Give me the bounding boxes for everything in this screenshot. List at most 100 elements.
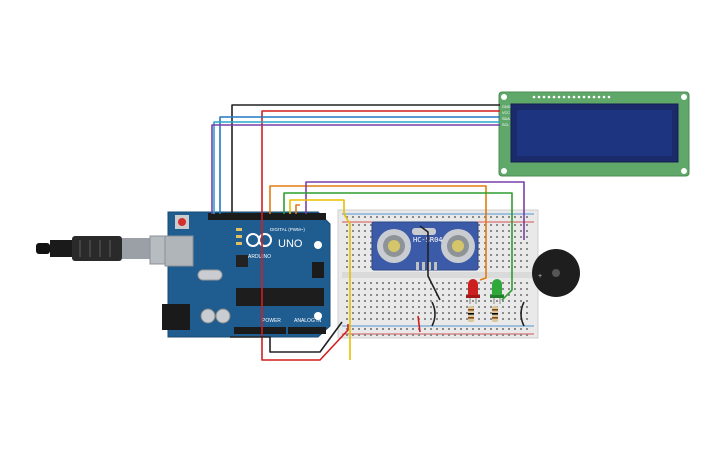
hole: [520, 224, 522, 226]
hole: [370, 318, 372, 320]
hole: [526, 312, 528, 314]
hole: [460, 318, 462, 320]
hole: [376, 300, 378, 302]
hole: [406, 334, 408, 336]
lcd-pin-scl: SCL: [502, 123, 509, 127]
lcd-hole: [592, 95, 596, 99]
hole: [358, 294, 360, 296]
hole: [406, 318, 408, 320]
arduino-logo: [246, 233, 272, 247]
hole: [460, 300, 462, 302]
hole: [382, 300, 384, 302]
hole: [388, 318, 390, 320]
hole: [526, 216, 528, 218]
hole: [394, 294, 396, 296]
hole: [484, 334, 486, 336]
wire-black-arc-1: [431, 301, 436, 327]
hole: [502, 328, 504, 330]
hole: [514, 230, 516, 232]
hole: [490, 282, 492, 284]
hole: [352, 288, 354, 290]
hole: [490, 230, 492, 232]
hole: [490, 254, 492, 256]
hole: [478, 242, 480, 244]
hole: [406, 300, 408, 302]
hole: [436, 318, 438, 320]
hole: [346, 288, 348, 290]
hole: [442, 300, 444, 302]
lcd-hole: [607, 95, 611, 99]
wire-orange: [269, 185, 487, 281]
hole: [346, 248, 348, 250]
hole: [478, 230, 480, 232]
hole: [376, 288, 378, 290]
hole: [520, 282, 522, 284]
wire-red-bb: [417, 315, 421, 333]
hole: [418, 300, 420, 302]
hole: [400, 306, 402, 308]
hole: [406, 288, 408, 290]
hole: [496, 334, 498, 336]
hole: [526, 288, 528, 290]
hole: [424, 216, 426, 218]
hole: [370, 254, 372, 256]
hole: [346, 318, 348, 320]
hole: [376, 334, 378, 336]
hole: [412, 288, 414, 290]
hole: [358, 224, 360, 226]
hole: [514, 294, 516, 296]
hole: [370, 334, 372, 336]
hole: [358, 248, 360, 250]
hole: [448, 282, 450, 284]
hole: [376, 306, 378, 308]
hole: [514, 318, 516, 320]
hole: [430, 328, 432, 330]
hole: [406, 294, 408, 296]
hole: [400, 216, 402, 218]
hole: [412, 312, 414, 314]
hole: [454, 282, 456, 284]
hole: [388, 288, 390, 290]
hole: [346, 230, 348, 232]
lcd-hole: [547, 95, 551, 99]
hole: [502, 236, 504, 238]
hole: [412, 306, 414, 308]
hole: [508, 328, 510, 330]
hole: [460, 288, 462, 290]
hole: [388, 312, 390, 314]
hole: [352, 236, 354, 238]
hole: [526, 242, 528, 244]
reset-button-cap[interactable]: [178, 218, 186, 226]
hole: [520, 334, 522, 336]
hole: [370, 248, 372, 250]
breadboard: [337, 209, 539, 339]
hole: [484, 230, 486, 232]
hole: [442, 328, 444, 330]
hole: [502, 306, 504, 308]
hole: [520, 254, 522, 256]
lcd-hole: [542, 95, 546, 99]
wire-black-arc-2: [520, 301, 525, 327]
hole: [376, 328, 378, 330]
hole: [436, 334, 438, 336]
digital-header: [208, 213, 326, 220]
hole: [382, 216, 384, 218]
hole: [346, 242, 348, 244]
hole: [370, 328, 372, 330]
hole: [442, 216, 444, 218]
hole: [472, 300, 474, 302]
hole: [478, 248, 480, 250]
hole: [508, 230, 510, 232]
hole: [496, 328, 498, 330]
hole: [502, 318, 504, 320]
hole: [502, 282, 504, 284]
hole: [406, 328, 408, 330]
hole: [490, 236, 492, 238]
hole: [478, 266, 480, 268]
ultrasonic-sensor: HC-SR04: [371, 221, 479, 271]
hole: [448, 216, 450, 218]
hole: [514, 312, 516, 314]
hole: [388, 282, 390, 284]
hole: [526, 300, 528, 302]
hole: [526, 230, 528, 232]
